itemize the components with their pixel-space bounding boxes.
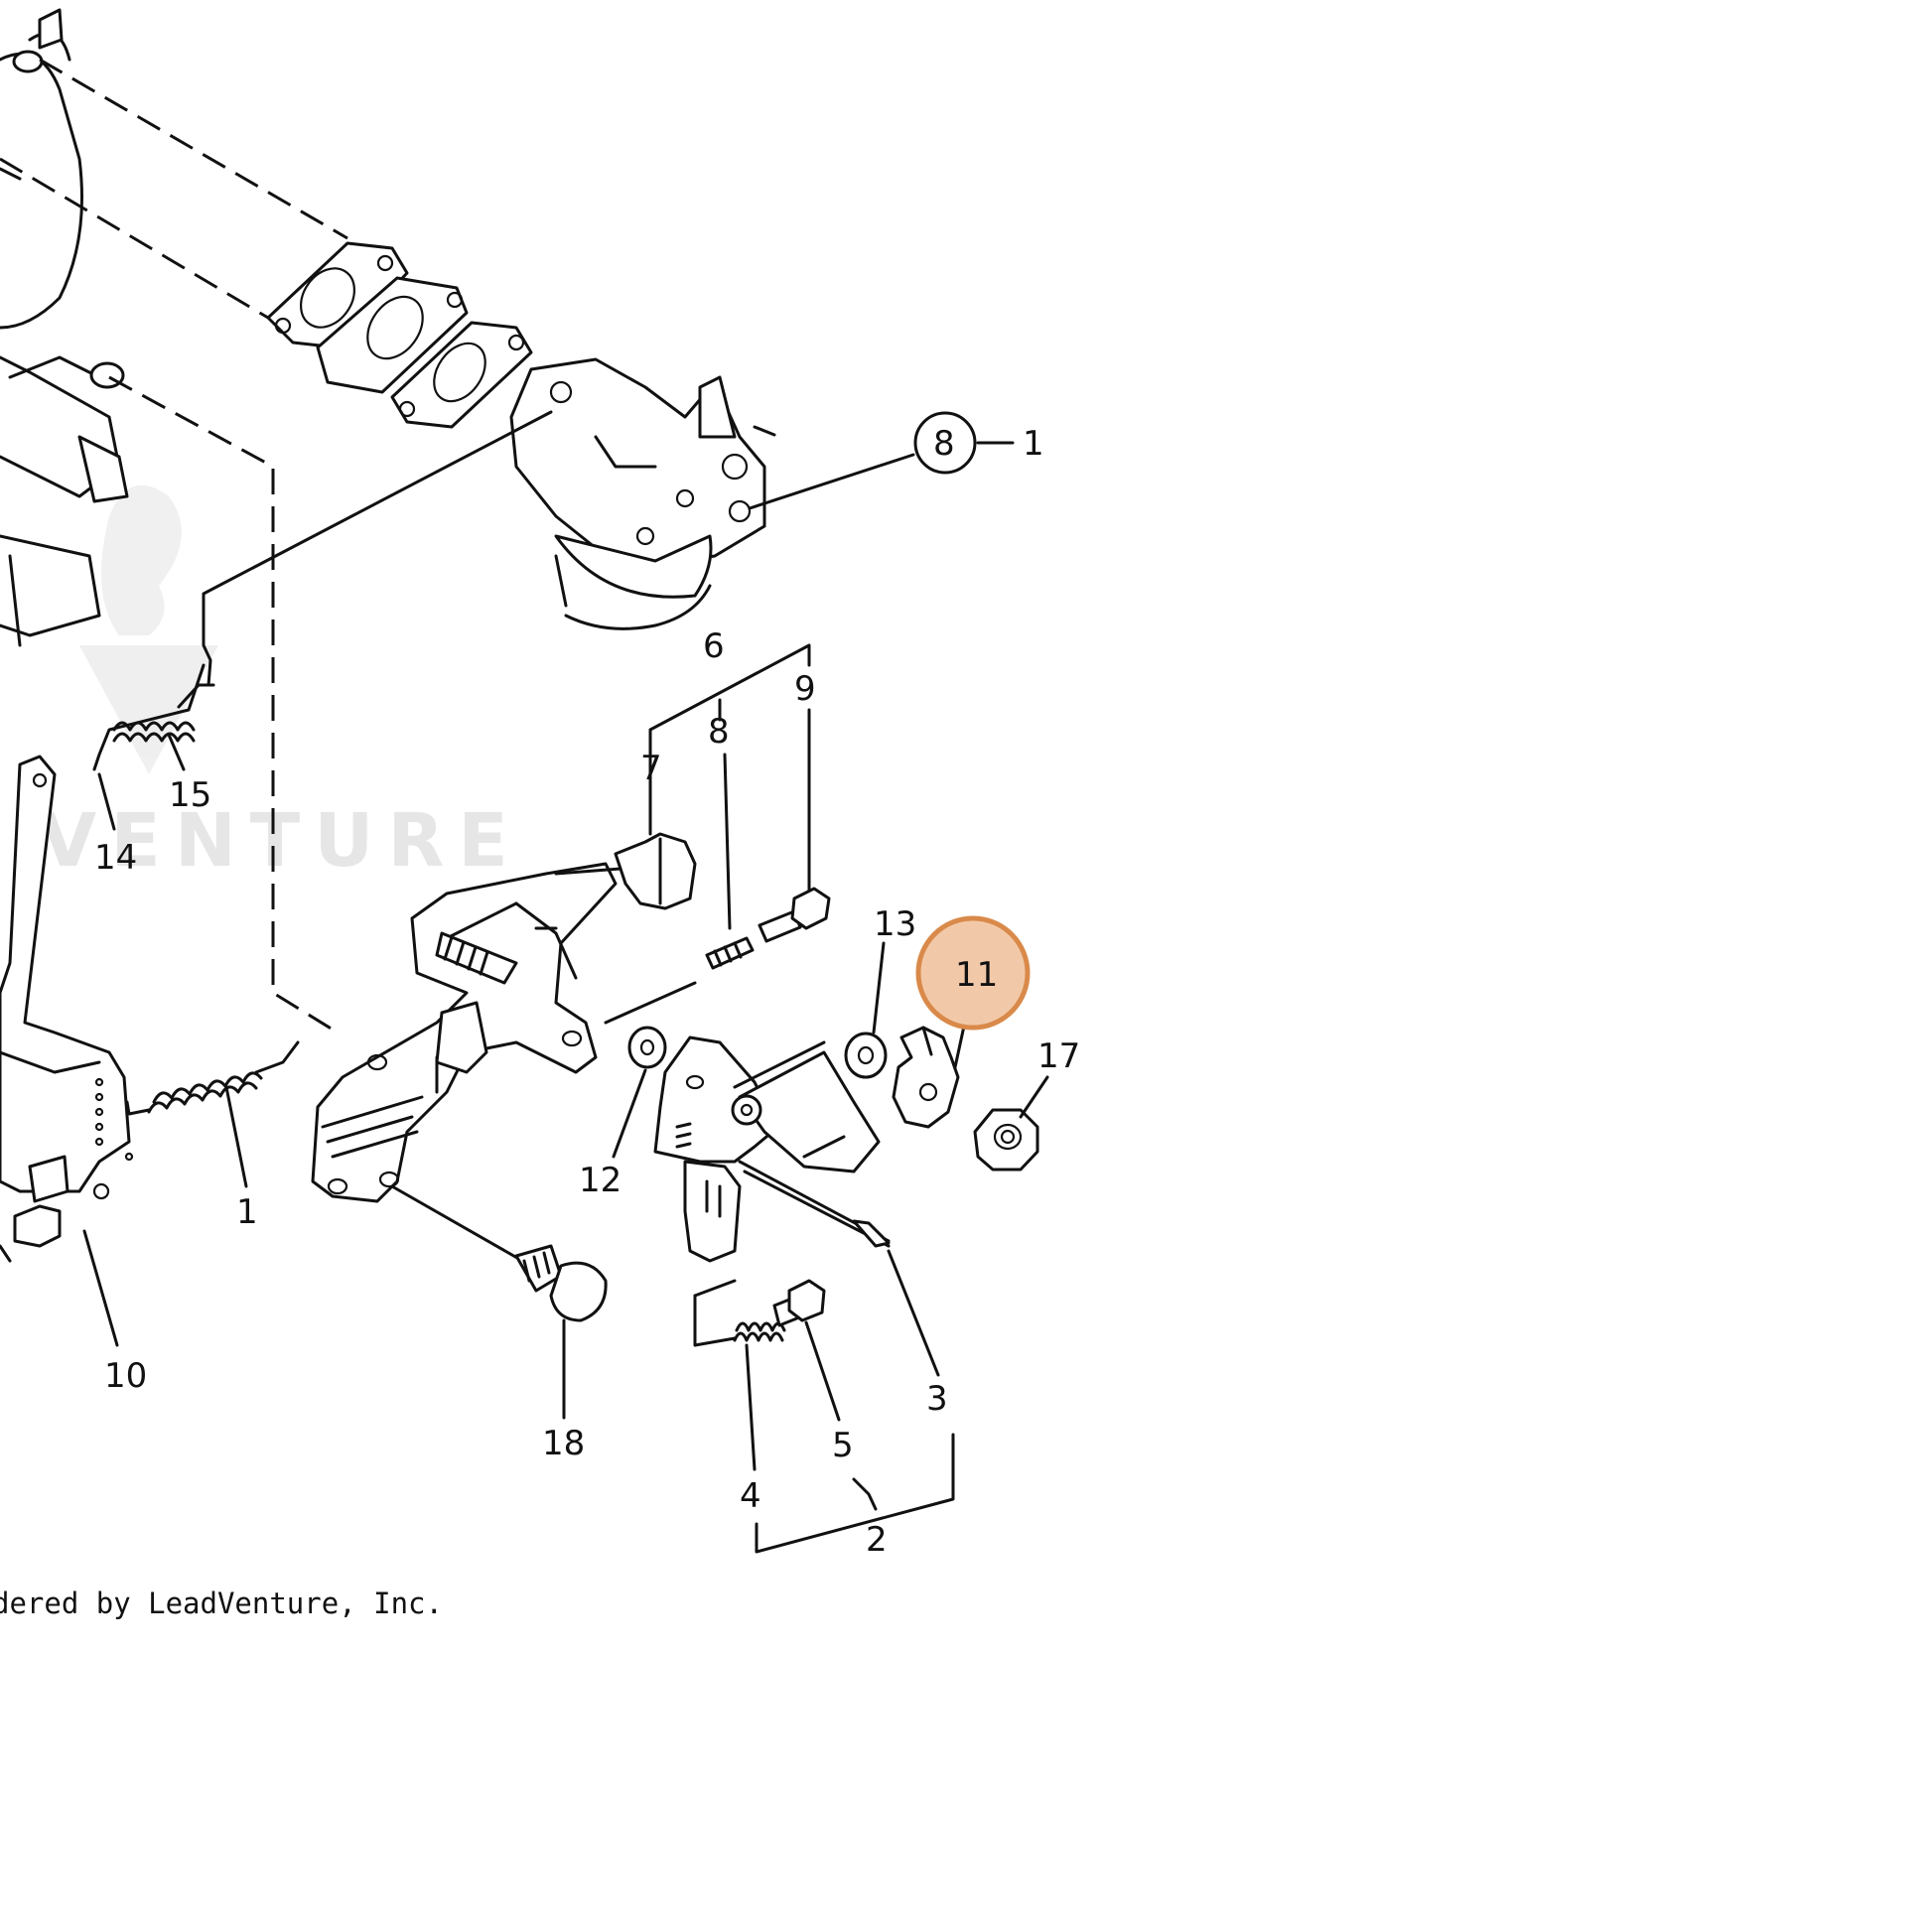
callout-2[interactable]: 2 [866, 1520, 888, 1560]
leader-2 [852, 1477, 878, 1511]
screw-5 [772, 1279, 826, 1327]
callout-8[interactable]: 8 [933, 424, 955, 464]
leader-13 [872, 941, 886, 1035]
return-spring-1 [125, 1040, 300, 1116]
spring-4 [733, 1321, 786, 1342]
washer-12 [627, 1026, 667, 1069]
explode-line-gasket-lower [0, 157, 269, 320]
callout-11[interactable]: 11 [955, 955, 998, 995]
callout-15[interactable]: 15 [169, 775, 211, 815]
callout-7[interactable]: 7 [640, 749, 662, 788]
highlight-circle-11[interactable] [915, 915, 1031, 1031]
callout-8b[interactable]: 8 [708, 712, 730, 752]
callout-4[interactable]: 4 [740, 1476, 761, 1516]
callout-1[interactable]: 1 [236, 1192, 258, 1232]
callout-17[interactable]: 17 [1037, 1036, 1080, 1076]
gasket-2 [316, 276, 469, 394]
leader-8-screw [723, 753, 732, 930]
callout-10[interactable]: 10 [104, 1356, 147, 1396]
callout-12[interactable]: 12 [579, 1161, 621, 1200]
gasket-3 [390, 321, 533, 429]
leader-14 [97, 772, 116, 831]
lever-tab-top [693, 1279, 737, 1298]
lever-tab [693, 1294, 737, 1347]
callout-5[interactable]: 5 [832, 1426, 854, 1465]
nut-17 [973, 1108, 1039, 1172]
callout-8-qty-1[interactable]: 1 [1023, 424, 1044, 464]
leader-1 [224, 1085, 248, 1188]
callout-14[interactable]: 14 [94, 838, 137, 878]
leader-12 [612, 1068, 647, 1159]
watermark-logo [79, 484, 218, 774]
leader-4 [745, 1343, 757, 1471]
engine-block [0, 8, 129, 647]
explode-line-governor [108, 375, 339, 1035]
leader-15 [167, 733, 186, 771]
carburetor [509, 357, 776, 630]
bracket-2 [755, 1433, 955, 1554]
bolt-18 [390, 1184, 608, 1322]
screw-9 [758, 887, 831, 943]
callout-6[interactable]: 6 [703, 626, 725, 666]
throttle-block-7 [554, 832, 697, 910]
leader-3 [887, 1249, 940, 1377]
gasket-1 [266, 241, 409, 349]
explode-line-gasket [39, 58, 348, 240]
governor-arm-10 [0, 755, 134, 1263]
washer-13 [844, 1032, 888, 1079]
bracket-6-7-9 [648, 643, 811, 796]
leader-8-1 [748, 453, 915, 510]
governor-link-rod [202, 410, 553, 687]
explode-line-lever [604, 981, 697, 1025]
throttle-lever-3 [653, 1035, 891, 1263]
callout-13[interactable]: 13 [874, 904, 916, 944]
callout-circle-8 [913, 411, 977, 475]
callout-3[interactable]: 3 [926, 1379, 948, 1419]
control-bracket [311, 862, 618, 1203]
leader-17 [1019, 1075, 1049, 1119]
screw-8 [705, 936, 755, 970]
callout-18[interactable]: 18 [542, 1424, 585, 1463]
callout-9[interactable]: 9 [794, 669, 816, 709]
pivot-stud [435, 931, 518, 985]
lever-clip-11 [892, 1026, 960, 1129]
governor-spring-15 [92, 663, 215, 771]
copyright-footer: dered by LeadVenture, Inc. [0, 1587, 443, 1620]
leader-5 [804, 1320, 841, 1422]
leader-10 [82, 1229, 119, 1347]
